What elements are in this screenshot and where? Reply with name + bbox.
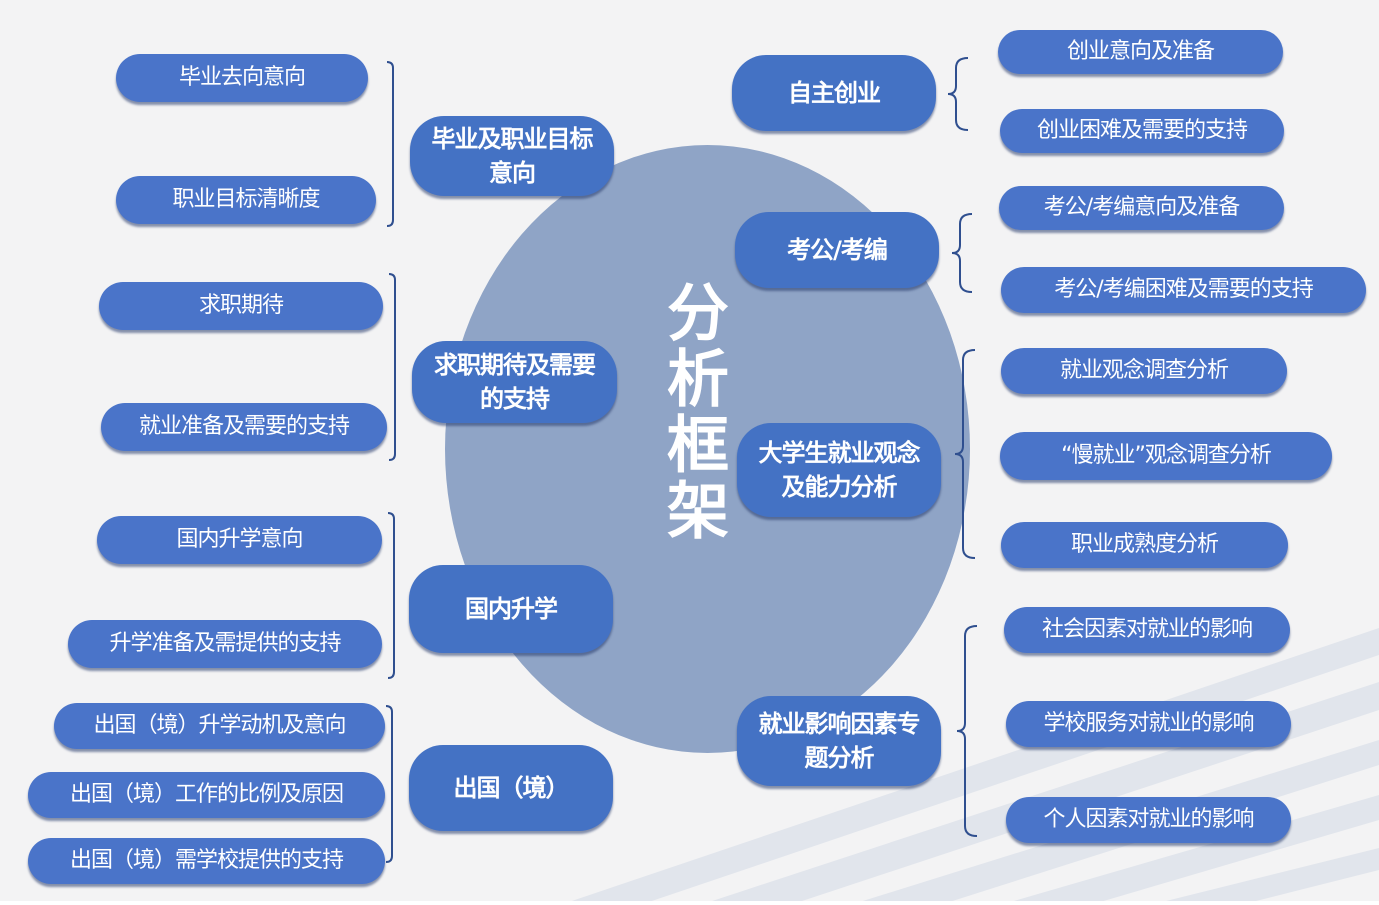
brace-right-1 (947, 57, 969, 131)
item-slow-employment-survey: “慢就业”观念调查分析 (1000, 432, 1332, 480)
topic-graduation-career-goal: 毕业及职业目标意向 (410, 116, 614, 196)
bracket-left-1 (386, 61, 394, 227)
topic-employment-influence-factors: 就业影响因素专题分析 (737, 696, 941, 786)
topic-civil-service-exam: 考公/考编 (735, 212, 939, 288)
bracket-left-3 (387, 512, 395, 679)
item-civil-exam-difficulty-support: 考公/考编困难及需要的支持 (1001, 267, 1366, 313)
topic-self-employment: 自主创业 (732, 55, 936, 131)
item-abroad-study-motivation: 出国（境）升学动机及意向 (54, 703, 385, 749)
item-school-service-factors: 学校服务对就业的影响 (1006, 701, 1291, 747)
bracket-left-4 (385, 705, 393, 863)
item-employment-preparation-support: 就业准备及需要的支持 (101, 403, 387, 451)
item-personal-factors: 个人因素对就业的影响 (1006, 797, 1291, 843)
item-entrepreneurship-intention: 创业意向及准备 (998, 30, 1283, 74)
item-graduation-destination-intention: 毕业去向意向 (116, 54, 368, 102)
item-abroad-work-ratio-reason: 出国（境）工作的比例及原因 (28, 772, 385, 818)
item-employment-concept-survey: 就业观念调查分析 (1001, 348, 1287, 394)
item-career-maturity: 职业成熟度分析 (1001, 522, 1288, 568)
brace-right-4 (956, 625, 978, 837)
brace-right-3 (954, 349, 976, 559)
item-domestic-study-intention: 国内升学意向 (97, 516, 382, 564)
bracket-left-2 (388, 273, 396, 461)
bottom-border (0, 901, 1379, 905)
item-abroad-school-support: 出国（境）需学校提供的支持 (28, 838, 385, 884)
item-social-factors: 社会因素对就业的影响 (1004, 607, 1290, 653)
center-title: 分析框架 (656, 280, 729, 544)
item-career-goal-clarity: 职业目标清晰度 (116, 176, 376, 224)
topic-going-abroad: 出国（境） (409, 745, 613, 831)
item-civil-exam-intention: 考公/考编意向及准备 (999, 186, 1284, 230)
item-job-expectation: 求职期待 (99, 282, 383, 330)
topic-employment-concept-ability: 大学生就业观念及能力分析 (737, 423, 941, 517)
item-study-preparation-support: 升学准备及需提供的支持 (68, 620, 382, 668)
item-entrepreneurship-difficulty-support: 创业困难及需要的支持 (1000, 109, 1284, 153)
topic-domestic-further-study: 国内升学 (409, 565, 613, 653)
brace-right-2 (951, 213, 973, 293)
topic-job-expectation-support: 求职期待及需要的支持 (412, 341, 617, 423)
